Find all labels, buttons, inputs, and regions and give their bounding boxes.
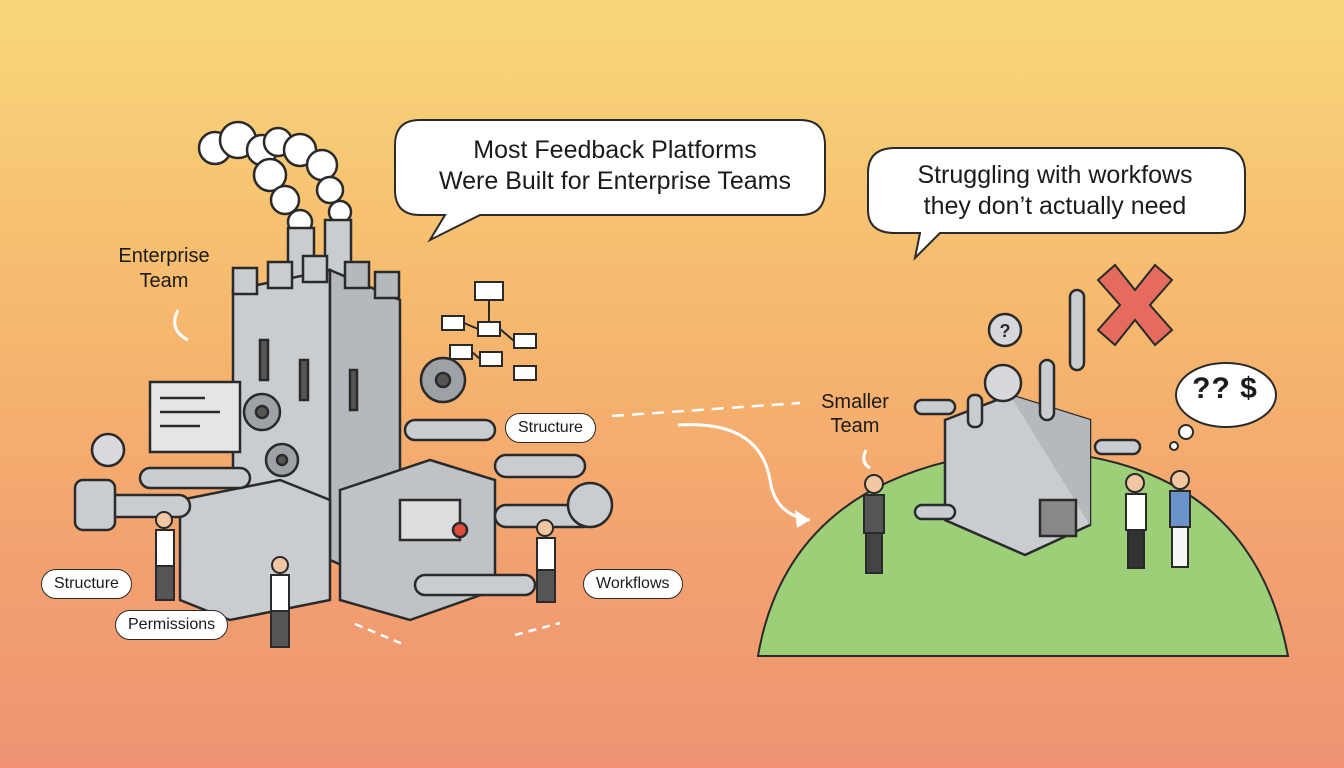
thought-bubble-text: ?? $: [1192, 372, 1258, 405]
connector-arrow: [677, 423, 811, 522]
enterprise-label-line1: Enterprise: [118, 245, 210, 267]
smaller-label-line2: Team: [830, 415, 880, 437]
smoke-cloud: [197, 120, 353, 236]
bubble-left-line1: Most Feedback Platforms: [473, 136, 757, 164]
question-mark-glyph: ?: [1000, 321, 1011, 341]
smaller-label-line1: Smaller: [821, 391, 889, 413]
flowchart-icon: [441, 281, 537, 381]
red-x-icon: [1096, 263, 1174, 347]
enterprise-factory: [73, 120, 614, 622]
speech-bubble-right-text: Struggling with workfows they don’t actu…: [880, 160, 1230, 221]
bubble-left-line2: Were Built for Enterprise Teams: [439, 166, 791, 195]
question-bubble: [1169, 362, 1277, 451]
workflows-pill: Workflows: [583, 569, 683, 599]
permissions-pill: Permissions: [115, 610, 229, 640]
bubble-right-line2: they don’t actually need: [923, 191, 1187, 220]
structure-pill-left: Structure: [41, 569, 132, 599]
small-machine: [913, 288, 1142, 557]
bubble-right-line1: Struggling with workfows: [917, 161, 1193, 189]
enterprise-label-line2: Team: [139, 270, 189, 292]
enterprise-team-label: Enterprise Team: [104, 244, 224, 294]
structure-pill-right: Structure: [505, 413, 596, 443]
connector-dashed: [611, 401, 801, 418]
speech-bubble-left: [394, 119, 826, 243]
gear-icon: [242, 356, 467, 478]
enterprise-arrow: [173, 309, 189, 342]
workers: [155, 511, 556, 648]
smaller-arrow: [862, 449, 871, 470]
team-people: [863, 470, 1191, 574]
smaller-team-label: Smaller Team: [800, 390, 910, 438]
speech-bubble-left-text: Most Feedback Platforms Were Built for E…: [405, 135, 825, 196]
speech-bubble-right: [867, 147, 1246, 262]
